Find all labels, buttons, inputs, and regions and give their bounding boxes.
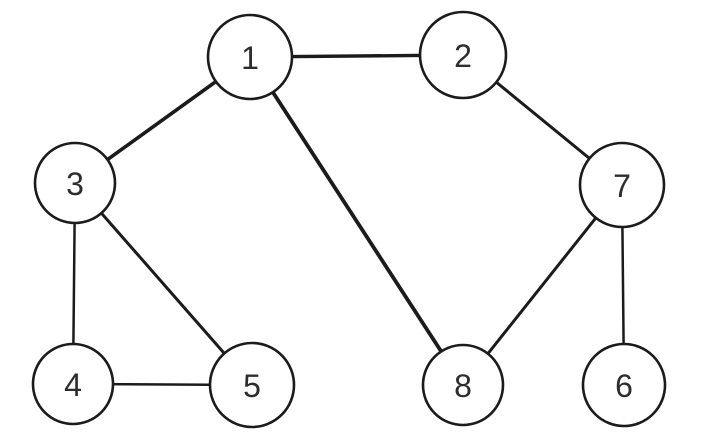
graph-node-4: 4 — [31, 342, 115, 426]
graph-edge-3-5 — [73, 181, 254, 387]
graph-node-7: 7 — [578, 141, 666, 229]
graph-node-2: 2 — [418, 10, 508, 100]
graph-node-5: 5 — [208, 341, 296, 429]
graph-node-1: 1 — [206, 13, 294, 101]
node-circle-3 — [33, 141, 117, 225]
node-label-6: 6 — [615, 368, 633, 404]
node-circle-8 — [421, 343, 505, 427]
graph-node-8: 8 — [421, 343, 505, 427]
graph-edge-1-8 — [248, 55, 465, 387]
graph-node-6: 6 — [581, 342, 667, 428]
node-circle-5 — [208, 341, 296, 429]
node-label-5: 5 — [243, 368, 261, 404]
node-label-2: 2 — [454, 38, 472, 74]
edges-layer — [71, 53, 626, 387]
graph-node-3: 3 — [33, 141, 117, 225]
node-label-8: 8 — [454, 368, 472, 404]
node-circle-1 — [206, 13, 294, 101]
node-circle-6 — [581, 342, 667, 428]
nodes-layer: 1 2 3 7 4 5 8 6 — [31, 10, 667, 429]
node-label-4: 4 — [64, 367, 82, 403]
node-label-3: 3 — [66, 166, 84, 202]
node-circle-7 — [578, 141, 666, 229]
node-circle-4 — [31, 342, 115, 426]
node-label-7: 7 — [613, 168, 631, 204]
node-label-1: 1 — [241, 40, 259, 76]
node-circle-2 — [418, 10, 508, 100]
